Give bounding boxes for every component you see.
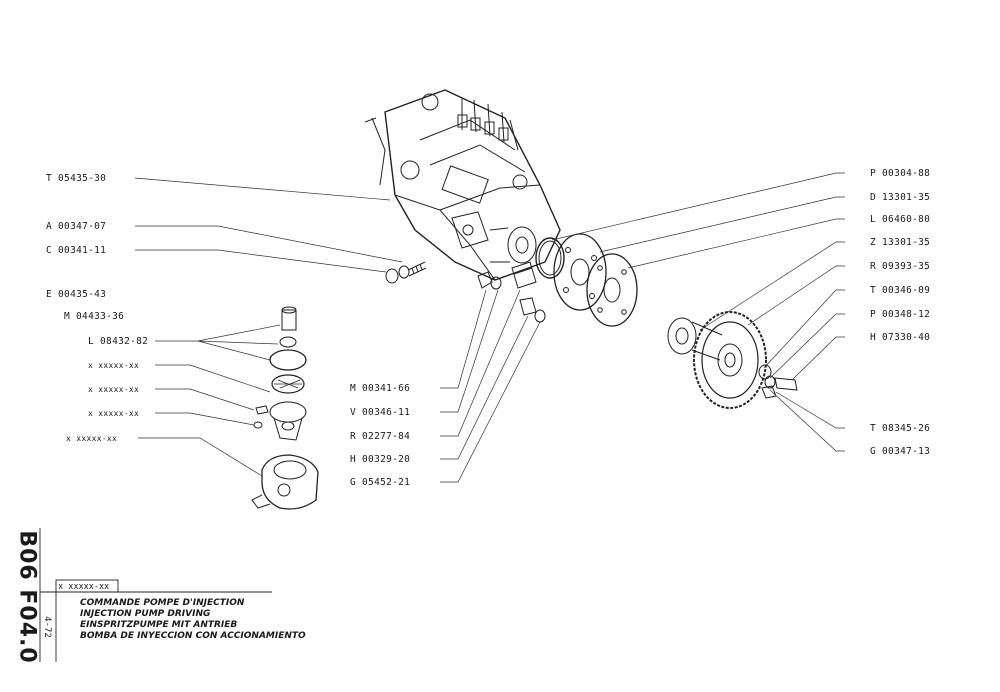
label-placeholder-1: x xxxxx-xx (88, 361, 140, 370)
title-block-code: x xxxxx-xx (58, 582, 110, 592)
sheet-code: B06 F04.0 (12, 530, 42, 664)
pump-screw-washer (385, 261, 427, 284)
label-t00346-09: T 00346-09 (870, 285, 931, 296)
label-g00347-13: G 00347-13 (870, 446, 931, 457)
label-r02277-84: R 02277-84 (350, 431, 411, 442)
label-e00435-43: E 00435-43 (46, 289, 107, 300)
lift-pump-assembly (251, 306, 319, 510)
title-line-en: INJECTION PUMP DRIVING (80, 609, 211, 619)
label-h00329-20: H 00329-20 (350, 454, 411, 465)
label-m00341-66: M 00341-66 (350, 383, 411, 394)
label-m04433-36: M 04433-36 (64, 311, 125, 322)
label-h07330-40: H 07330-40 (870, 332, 931, 343)
title-line-es: BOMBA DE INYECCION CON ACCIONAMIENTO (80, 631, 306, 641)
sheet-date-text: 4-72 (42, 616, 52, 638)
drive-gear (667, 311, 798, 409)
label-placeholder-3: x xxxxx-xx (88, 409, 140, 418)
label-p00304-88: P 00304-88 (870, 168, 931, 179)
label-r09393-35: R 09393-35 (870, 261, 931, 272)
title-block-frame (39, 528, 272, 662)
injection-pump-body (364, 89, 561, 281)
label-d13301-35: D 13301-35 (870, 192, 931, 203)
label-t05435-30: T 05435-30 (46, 173, 107, 184)
label-a00347-07: A 00347-07 (46, 221, 107, 232)
title-line-de: EINSPRITZPUMPE MIT ANTRIEB (80, 620, 238, 630)
label-placeholder-4: x xxxxx-xx (66, 434, 118, 443)
label-p00348-12: P 00348-12 (870, 309, 931, 320)
label-t08345-26: T 08345-26 (870, 423, 931, 434)
label-g05452-21: G 05452-21 (350, 477, 411, 488)
label-placeholder-2: x xxxxx-xx (88, 385, 140, 394)
title-line-fr: COMMANDE POMPE D'INJECTION (80, 598, 245, 608)
label-z13301-35: Z 13301-35 (870, 237, 931, 248)
sheet-code-text: B06 F04.0 (14, 530, 40, 664)
title-block-lines: COMMANDE POMPE D'INJECTION INJECTION PUM… (80, 598, 306, 642)
label-c00341-11: C 00341-11 (46, 245, 107, 256)
label-v00346-11: V 00346-11 (350, 407, 411, 418)
drive-hub-assembly (535, 233, 638, 327)
sheet-date: 4-72 (40, 612, 54, 642)
label-l08432-82: L 08432-82 (88, 336, 149, 347)
leader-lines (134, 172, 845, 483)
label-l06460-80: L 06460-80 (870, 214, 931, 225)
title-block: x xxxxx-xx COMMANDE POMPE D'INJECTION IN… (55, 580, 306, 660)
